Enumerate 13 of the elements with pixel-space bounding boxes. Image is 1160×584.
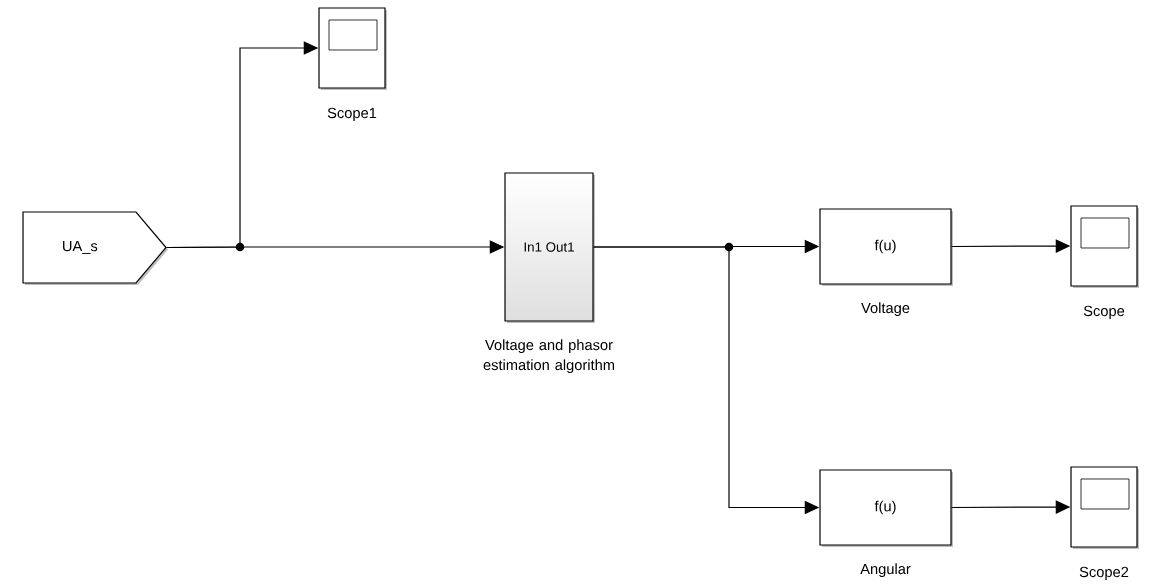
block-label: Scope2 xyxy=(1079,566,1129,580)
block-label: Voltage xyxy=(861,302,910,317)
subsystem-block: In1 Out1 xyxy=(504,172,595,323)
scope-block xyxy=(1070,205,1139,288)
block-label: Voltage and phasor estimation algorithm xyxy=(483,339,615,373)
scope-block xyxy=(1070,466,1139,549)
scope-block xyxy=(318,7,387,90)
goto-tag-block: UA_s xyxy=(22,211,168,285)
block-label: Scope xyxy=(1083,305,1125,320)
function-block: f(u) xyxy=(819,208,953,286)
function-block: f(u) xyxy=(819,469,953,547)
block-label: Scope1 xyxy=(327,107,377,122)
block-label: Angular xyxy=(860,563,911,577)
